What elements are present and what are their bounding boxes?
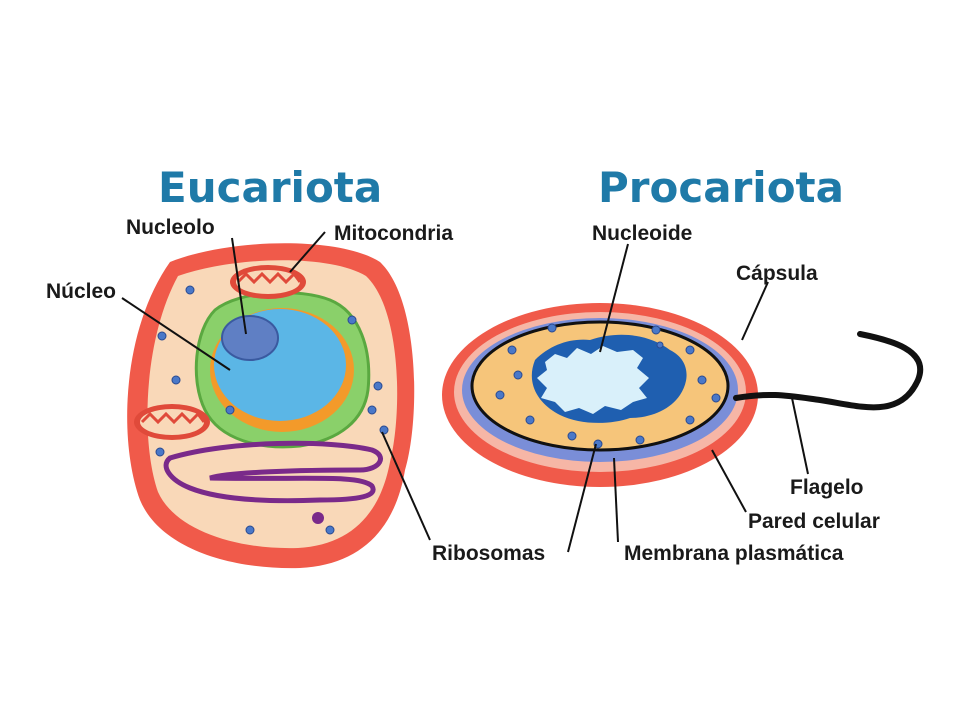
- flagellum: [733, 331, 924, 411]
- leader-nucleolus: [231, 237, 247, 335]
- eukaryote-ribosomes: [155, 285, 389, 535]
- leader-flagellum: [791, 397, 809, 475]
- golgi-apparatus: [163, 440, 383, 504]
- label-cell-wall: Pared celular: [748, 510, 880, 533]
- nucleoid: [537, 346, 649, 414]
- label-nucleoid: Nucleoide: [592, 222, 692, 245]
- eukaryote-cell: [127, 243, 415, 569]
- leader-mitochondria: [289, 231, 326, 273]
- label-nucleolus: Nucleolo: [126, 216, 215, 239]
- vesicle: [312, 512, 324, 524]
- prokaryote-title: Procariota: [598, 163, 844, 212]
- label-nucleus: Núcleo: [46, 280, 116, 303]
- label-ribosomes: Ribosomas: [432, 542, 545, 565]
- label-flagellum: Flagelo: [790, 476, 864, 499]
- leader-ribosomes-prok: [567, 443, 597, 553]
- prokaryote-ribosomes: [495, 323, 721, 449]
- label-plasma-membrane: Membrana plasmática: [624, 542, 844, 565]
- mitochondrion-top: [230, 265, 306, 299]
- leader-lines: [121, 231, 809, 553]
- leader-nucleoid: [599, 243, 629, 353]
- leader-cell-wall: [711, 449, 747, 513]
- prokaryote-cell: [442, 303, 924, 487]
- label-capsule: Cápsula: [736, 262, 818, 285]
- eukaryote-title: Eucariota: [158, 163, 382, 212]
- leader-capsule: [741, 281, 769, 341]
- leader-plasma-membrane: [613, 457, 619, 543]
- leader-ribosomes: [381, 431, 431, 541]
- label-mitochondria: Mitocondria: [334, 222, 453, 245]
- mitochondrion-left: [134, 404, 210, 440]
- nucleolus: [221, 315, 279, 361]
- leader-nucleus: [121, 297, 231, 371]
